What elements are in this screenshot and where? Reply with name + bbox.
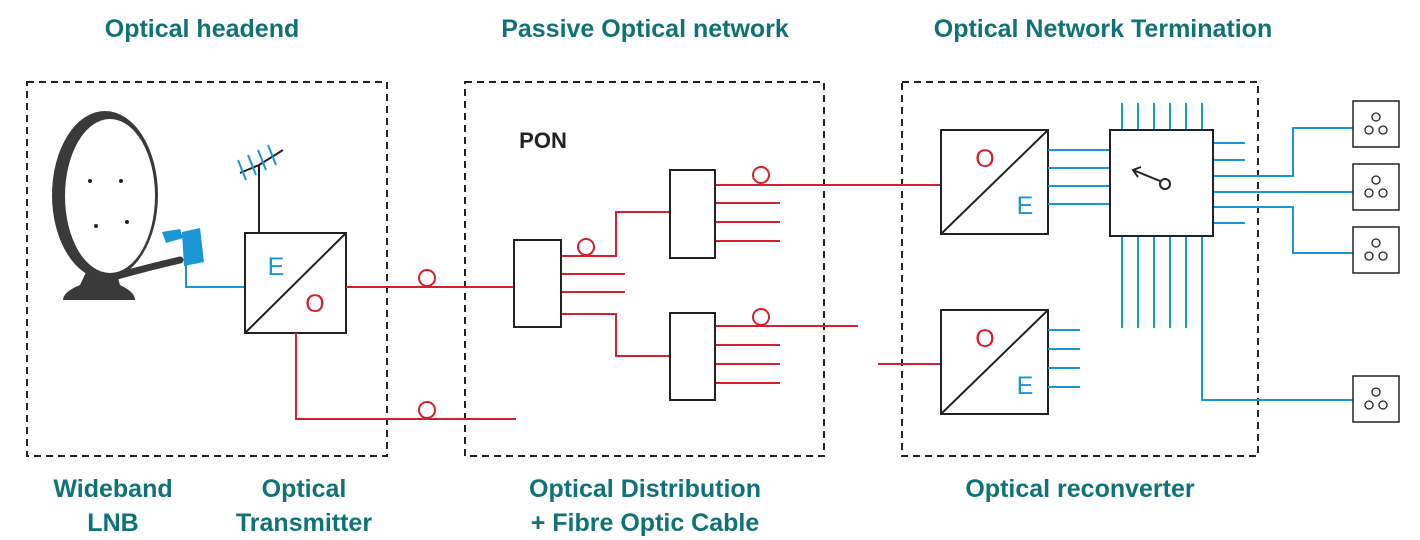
lnb-feed-line [185, 264, 245, 288]
ont-section [901, 81, 1259, 457]
reconverter-upper-e-label: E [1017, 192, 1034, 220]
reconverter-lower-e-label: E [1017, 372, 1034, 400]
optical-reconverter-upper: O E [940, 129, 1049, 235]
switch-icon [1109, 129, 1214, 237]
transmitter-e-label: E [268, 253, 285, 281]
optical-transmitter: E O [244, 232, 347, 334]
header-optical-headend: Optical headend [105, 15, 299, 43]
headend-section [26, 81, 388, 457]
pon-label: PON [519, 128, 567, 153]
reconverter-lower-o-label: O [975, 325, 994, 353]
header-passive-optical-network: Passive Optical network [501, 15, 789, 43]
footer-optical-reconverter: Optical reconverter [965, 475, 1195, 503]
footer-transmitter-line2: Transmitter [236, 509, 372, 537]
upper-splitter [669, 169, 716, 259]
antenna-icon [237, 144, 284, 233]
main-splitter [513, 239, 562, 328]
wall-socket-icon [1352, 375, 1400, 423]
wall-socket-icon [1352, 163, 1400, 211]
footer-transmitter-line1: Optical [262, 475, 347, 503]
electrical-lines [1048, 103, 1353, 401]
header-optical-network-termination: Optical Network Termination [934, 15, 1272, 43]
footer-wideband-line2: LNB [87, 509, 138, 537]
wall-socket-icon [1352, 226, 1400, 274]
transmitter-o-label: O [305, 290, 324, 318]
optical-reconverter-lower: O E [940, 309, 1049, 415]
footer-distribution-line1: Optical Distribution [529, 475, 761, 503]
footer-wideband-line1: Wideband [53, 475, 172, 503]
lnb-icon [162, 228, 204, 266]
fiber-lines [295, 166, 944, 420]
wall-socket-icon [1352, 100, 1400, 148]
satellite-dish-icon [52, 111, 184, 300]
pon-section [464, 81, 825, 457]
lower-splitter [669, 312, 716, 401]
reconverter-upper-o-label: O [975, 145, 994, 173]
footer-distribution-line2: + Fibre Optic Cable [531, 509, 760, 537]
